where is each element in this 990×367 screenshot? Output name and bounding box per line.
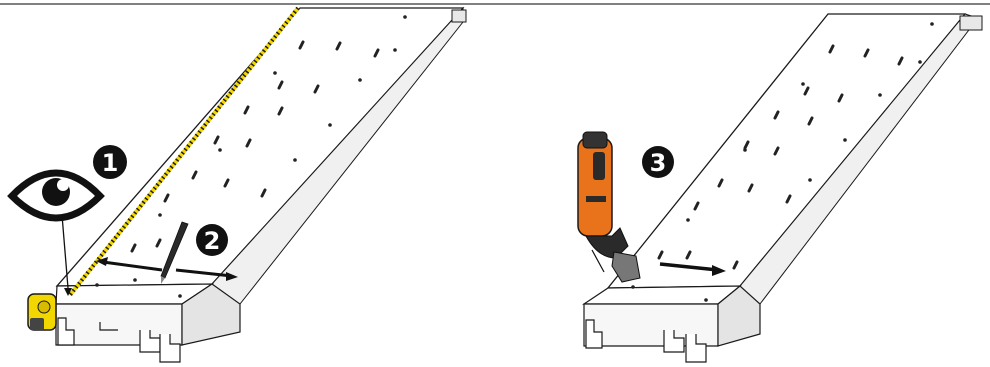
step-badge-3: 3 [642, 146, 674, 178]
right-panel-assembly: 3 [578, 14, 982, 362]
oscillating-multitool-icon [578, 132, 640, 282]
step-number-1: 1 [102, 149, 119, 177]
step-badge-1: 1 [93, 145, 127, 179]
left-panel-assembly: 1 2 [12, 8, 466, 362]
step-badge-2: 2 [196, 224, 228, 256]
right-front-box-face [584, 304, 718, 346]
right-far-end-cap [960, 16, 982, 30]
right-front-box-top [584, 286, 740, 304]
step-number-2: 2 [204, 227, 221, 255]
left-far-end-cap [452, 10, 466, 22]
step-number-3: 3 [650, 149, 667, 177]
tape-measure-icon [28, 294, 56, 330]
